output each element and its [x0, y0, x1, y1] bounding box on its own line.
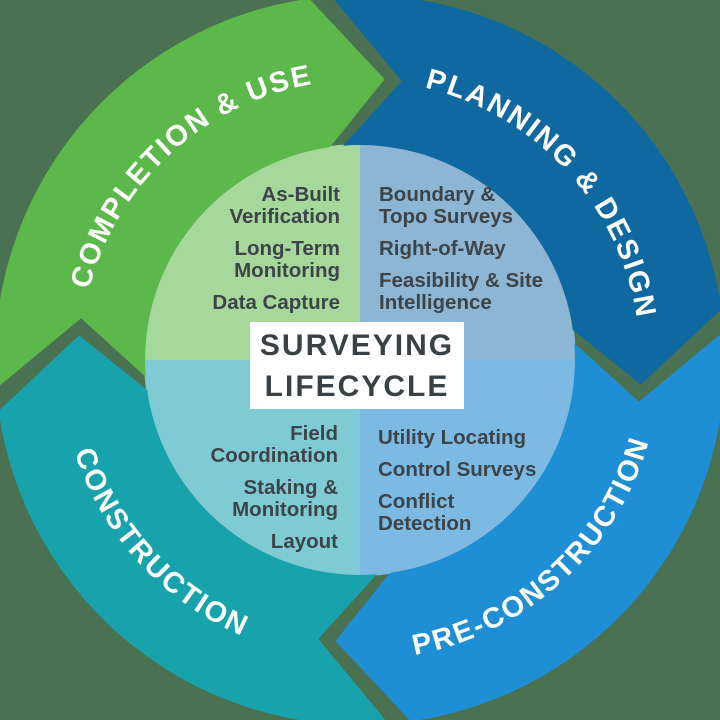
service-item-line: Monitoring: [234, 259, 340, 282]
service-item: Layout: [106, 531, 338, 553]
service-item-line: Control Surveys: [378, 458, 537, 481]
service-item-line: Topo Surveys: [379, 205, 514, 228]
inner-quadrant-completion-use: [144, 144, 360, 360]
service-item-line: Utility Locating: [378, 426, 527, 449]
service-item-line: Monitoring: [232, 498, 338, 521]
service-item-line: Feasibility & Site: [379, 269, 544, 292]
service-item: Control Surveys: [378, 459, 610, 481]
service-item: Boundary &Topo Surveys: [379, 184, 611, 228]
service-item: Utility Locating: [378, 427, 610, 449]
center-title-line1: SURVEYING: [259, 328, 455, 362]
ring-arrow-pre-construction: [335, 334, 720, 720]
ring-arrow-planning-design: [334, 0, 720, 385]
center-title-box: SURVEYING LIFECYCLE: [250, 322, 464, 409]
service-item-line: Data Capture: [212, 291, 340, 314]
service-item-line: Field: [290, 422, 338, 445]
inner-quadrant-planning-design: [360, 144, 576, 360]
inner-quadrant-pre-construction: [360, 360, 576, 576]
service-item-line: Boundary &: [379, 183, 496, 206]
service-item-line: Long-Term: [234, 237, 340, 260]
service-item-line: Layout: [270, 530, 338, 553]
service-item-line: Verification: [229, 205, 340, 228]
ring-arrow-completion-use: [0, 0, 385, 386]
ring-arrow-construction: [0, 335, 386, 720]
center-title-line2: LIFECYCLE: [264, 369, 450, 403]
service-item-line: Intelligence: [379, 291, 492, 314]
service-item: Data Capture: [108, 292, 340, 314]
service-item-line: As-Built: [261, 183, 340, 206]
service-item-line: Detection: [378, 512, 472, 535]
service-item-line: Staking &: [243, 476, 338, 499]
service-item-line: Right-of-Way: [379, 237, 506, 260]
service-item: Right-of-Way: [379, 238, 611, 260]
service-item: Staking &Monitoring: [106, 477, 338, 521]
inner-quadrant-construction: [144, 360, 360, 576]
service-item-line: Coordination: [210, 444, 338, 467]
service-item-line: Conflict: [378, 490, 455, 513]
